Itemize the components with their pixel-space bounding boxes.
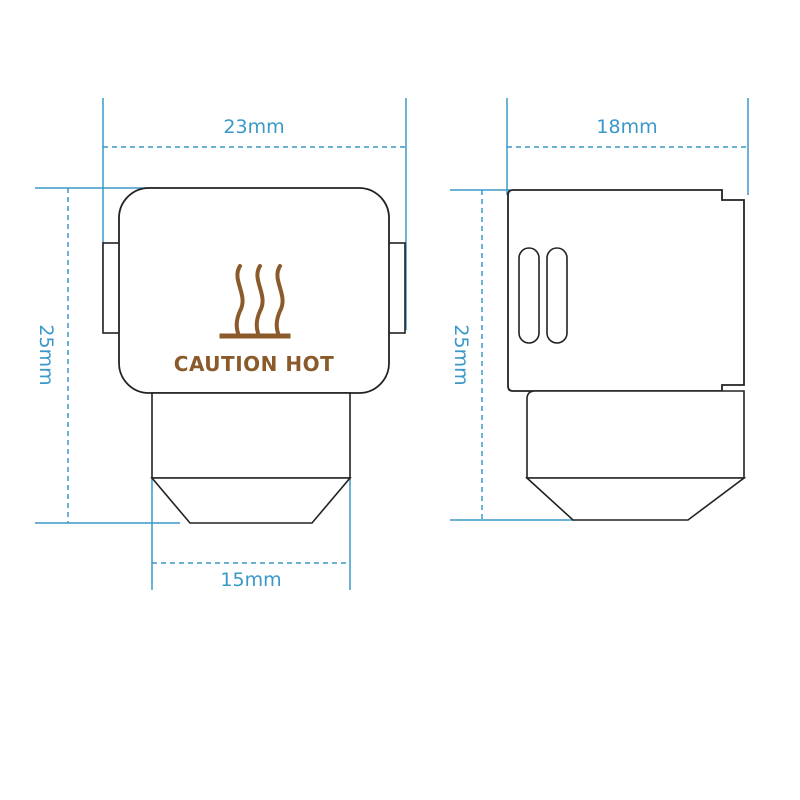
side-nozzle [524,477,747,521]
side-lower-block [526,390,745,479]
front-height-label: 25mm [35,324,57,385]
front-nozzle [150,477,352,524]
front-width-label: 23mm [223,116,284,138]
front-right-tab [387,242,406,334]
heat-waves-icon [219,264,291,339]
front-bottom-label: 15mm [220,569,281,591]
side-width-label: 18mm [596,116,657,138]
front-lower-block [151,392,351,479]
front-view: 23mm 25mm 15mm CAUTION HOT [35,98,407,591]
front-left-tab [102,242,121,334]
side-height-label: 25mm [450,324,472,385]
side-slot-right [546,247,568,344]
caution-text: CAUTION HOT [174,352,334,376]
side-body [507,189,745,392]
side-slot-left [518,247,540,344]
side-view: 18mm 25mm [450,98,749,521]
